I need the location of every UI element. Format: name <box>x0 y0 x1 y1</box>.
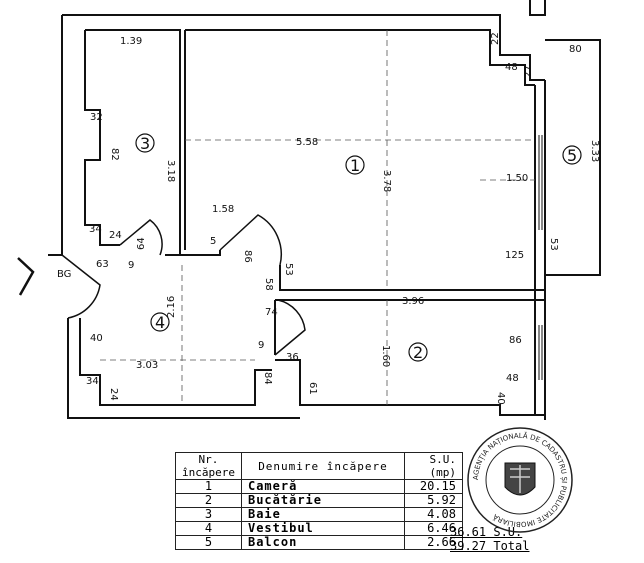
room-number-2: 2 <box>413 343 423 362</box>
total-su: 36.61 S.U. <box>450 525 523 539</box>
wall-hall-bottom <box>67 318 300 419</box>
dim-label: 125 <box>505 250 524 261</box>
room-number-3: 3 <box>140 134 150 153</box>
legend-area: 4.08 <box>403 507 463 522</box>
dim-label: 48 <box>505 62 518 73</box>
wall-hall-left <box>79 318 272 406</box>
wall-bath-left <box>84 30 120 246</box>
door-bath <box>119 219 163 256</box>
area-totals: 36.61 S.U. 39.27 Total <box>450 525 529 553</box>
door-kitchen <box>274 299 306 356</box>
wall-room-top <box>185 29 535 86</box>
room-number-1: 1 <box>350 156 360 175</box>
legend-area: 2.66 <box>403 535 463 550</box>
legend-header-row: Nr. încăpere Denumire încăpere S.U.(mp) <box>175 452 463 480</box>
dim-label: 2.16 <box>166 296 177 318</box>
dim-label: 1.60 <box>380 345 391 367</box>
coat-of-arms-icon <box>504 462 536 496</box>
dim-label: 40 <box>90 333 103 344</box>
room-number-circle-5 <box>562 145 582 165</box>
wall-kitchen-bottom <box>275 359 545 416</box>
room-number-4: 4 <box>155 313 165 332</box>
door-entrance <box>61 254 101 319</box>
floor-plan: BG 1 2 3 4 5 1.39 3.18 32 82 34 24 63 64… <box>17 0 601 420</box>
dim-label: 3.96 <box>402 296 424 307</box>
dim-label: 3.78 <box>381 170 392 192</box>
dim-label: 74 <box>265 307 278 318</box>
dim-label: 22 <box>490 32 501 45</box>
room-number-circle-2 <box>408 342 428 362</box>
dim-label: 53 <box>548 238 559 251</box>
room-number-circle-3 <box>135 133 155 153</box>
dim-label: 1.58 <box>212 204 234 215</box>
wall-outer-left <box>48 15 63 256</box>
cadastre-stamp: AGENȚIA NAȚIONALĂ DE CADASTRU ȘI PUBLICI… <box>467 427 573 533</box>
dim-label: 58 <box>263 278 274 291</box>
dim-label: 5 <box>210 236 216 247</box>
legend-name: Baie <box>240 507 405 522</box>
dim-label: 64 <box>136 237 147 250</box>
wall-room1-bottom <box>279 265 545 291</box>
door-room1 <box>219 214 283 266</box>
total-area: 39.27 Total <box>450 539 530 553</box>
room-number-circle-1 <box>345 155 365 175</box>
legend-nr: 3 <box>175 507 242 522</box>
dim-label: 1.50 <box>506 173 528 184</box>
dim-label: 9 <box>128 260 134 271</box>
dim-label: 36 <box>286 352 299 363</box>
wall-top-stub <box>529 0 546 16</box>
legend-nr: 1 <box>175 479 242 494</box>
dim-label: 48 <box>506 373 519 384</box>
room-number-5: 5 <box>567 146 577 165</box>
entrance-arrow-icon <box>17 257 35 296</box>
legend-nr: 5 <box>175 535 242 550</box>
room-legend-table: Nr. încăpere Denumire încăpere S.U.(mp) … <box>175 452 463 550</box>
legend-name: Vestibul <box>240 521 405 536</box>
legend-row: 2 Bucătărie 5.92 <box>175 493 463 508</box>
dim-label: 32 <box>90 112 103 123</box>
legend-name: Bucătărie <box>240 493 405 508</box>
dim-label: 53 <box>283 263 294 276</box>
dim-label: 5.58 <box>296 137 318 148</box>
dim-label: 3.18 <box>165 160 176 182</box>
dim-label: 40 <box>495 392 506 405</box>
legend-header-name: Denumire încăpere <box>240 452 405 480</box>
legend-header-nr: Nr. încăpere <box>175 452 242 480</box>
dim-label: 82 <box>109 148 120 161</box>
dim-label: 9 <box>258 340 264 351</box>
legend-row: 4 Vestibul 6.46 <box>175 521 463 536</box>
legend-nr: 2 <box>175 493 242 508</box>
dim-label: 61 <box>307 382 318 395</box>
room-number-circle-4 <box>150 312 170 332</box>
dim-label: 1.39 <box>120 36 142 47</box>
legend-row: 5 Balcon 2.66 <box>175 535 463 550</box>
legend-area: 20.15 <box>403 479 463 494</box>
dim-label: 84 <box>262 372 273 385</box>
legend-row: 3 Baie 4.08 <box>175 507 463 522</box>
dim-label: 34 <box>86 376 99 387</box>
dim-label: 34 <box>89 224 102 235</box>
legend-name: Cameră <box>240 479 405 494</box>
legend-name: Balcon <box>240 535 405 550</box>
legend-area: 5.92 <box>403 493 463 508</box>
legend-nr: 4 <box>175 521 242 536</box>
wall-partition-mid <box>165 250 221 256</box>
dim-label: 80 <box>569 44 582 55</box>
legend-header-area: S.U.(mp) <box>403 452 463 480</box>
dim-label: 3.33 <box>589 140 600 162</box>
entrance-label: BG <box>57 269 71 280</box>
legend-row: 1 Cameră 20.15 <box>175 479 463 494</box>
dim-label: 63 <box>96 259 109 270</box>
dim-label: 27 <box>523 65 534 78</box>
wall-outer-top <box>62 14 545 81</box>
dim-label: 86 <box>509 335 522 346</box>
dim-label: 24 <box>108 388 119 401</box>
dim-label: 86 <box>242 250 253 263</box>
dim-label: 3.03 <box>136 360 158 371</box>
dim-label: 24 <box>109 230 122 241</box>
